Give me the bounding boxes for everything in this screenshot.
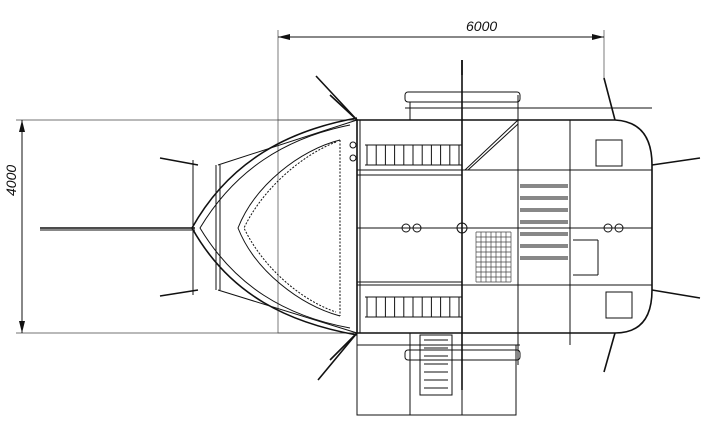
main-deck bbox=[349, 60, 653, 390]
grate bbox=[475, 231, 599, 283]
height-dimension-label: 4000 bbox=[3, 165, 19, 196]
bow-canopy bbox=[191, 117, 358, 336]
width-dimension: 6000 bbox=[277, 18, 605, 120]
front-boom bbox=[40, 227, 195, 231]
outrigger-legs bbox=[159, 60, 701, 381]
width-dimension-label: 6000 bbox=[466, 18, 497, 34]
bow-frame bbox=[277, 119, 358, 334]
top-rail bbox=[404, 91, 652, 120]
bottom-platforms bbox=[356, 332, 521, 416]
deck-ladders bbox=[365, 144, 568, 389]
